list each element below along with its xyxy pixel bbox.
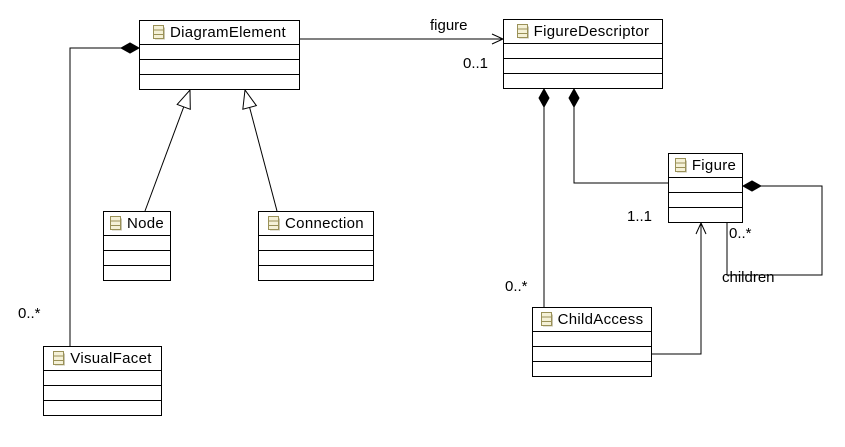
compartment [533, 346, 651, 361]
multiplicity-label-children: 0..* [729, 225, 752, 242]
class-name: ChildAccess [557, 311, 644, 328]
role-label-figure: figure [430, 17, 468, 34]
edge-composition-children-self[interactable] [726, 186, 823, 276]
edge-generalization-node[interactable] [144, 88, 191, 212]
compartment [259, 250, 373, 265]
class-icon [674, 158, 687, 173]
compartment [104, 235, 170, 250]
compartment [104, 250, 170, 265]
class-figuredescriptor[interactable]: FigureDescriptor [503, 19, 663, 89]
multiplicity-label-childaccess: 0..* [505, 278, 528, 295]
compartment [259, 265, 373, 280]
class-diagramelement[interactable]: DiagramElement [139, 20, 300, 90]
compartment [669, 207, 742, 222]
class-title: ChildAccess [533, 308, 651, 331]
compartment [504, 43, 662, 58]
class-name: DiagramElement [170, 24, 286, 41]
compartment [533, 331, 651, 346]
multiplicity-label-visualfacet: 0..* [18, 305, 41, 322]
class-node[interactable]: Node [103, 211, 171, 281]
class-visualfacet[interactable]: VisualFacet [43, 346, 162, 416]
class-title: Figure [669, 154, 742, 177]
compartment [140, 44, 299, 59]
class-icon [268, 216, 281, 231]
class-title: Node [104, 212, 170, 235]
role-label-children: children [722, 269, 775, 286]
class-title: DiagramElement [140, 21, 299, 44]
edge-composition-figure[interactable] [574, 89, 668, 184]
class-icon [540, 312, 553, 327]
edge-generalization-connection[interactable] [242, 88, 278, 212]
class-icon [109, 216, 122, 231]
class-title: FigureDescriptor [504, 20, 662, 43]
class-name: Connection [285, 215, 364, 232]
compartment [44, 385, 161, 400]
compartment [504, 58, 662, 73]
class-connection[interactable]: Connection [258, 211, 374, 281]
compartment [140, 74, 299, 89]
class-title: Connection [259, 212, 373, 235]
compartment [669, 192, 742, 207]
class-title: VisualFacet [44, 347, 161, 370]
compartment [44, 400, 161, 415]
class-icon [516, 24, 529, 39]
class-icon [53, 351, 66, 366]
class-name: FigureDescriptor [533, 23, 650, 40]
multiplicity-label-figuredescriptor: 0..1 [463, 55, 489, 72]
class-childaccess[interactable]: ChildAccess [532, 307, 652, 377]
compartment [44, 370, 161, 385]
edge-composition-visualfacet[interactable] [69, 48, 139, 346]
compartment [259, 235, 373, 250]
class-figure[interactable]: Figure [668, 153, 743, 223]
class-icon [153, 25, 166, 40]
multiplicity-label-figure: 1..1 [627, 208, 653, 225]
compartment [504, 73, 662, 88]
compartment [104, 265, 170, 280]
class-name: Figure [691, 157, 737, 174]
class-name: VisualFacet [70, 350, 152, 367]
compartment [140, 59, 299, 74]
compartment [669, 177, 742, 192]
class-name: Node [126, 215, 165, 232]
compartment [533, 361, 651, 376]
edge-association-childaccess-figure[interactable] [652, 221, 707, 355]
